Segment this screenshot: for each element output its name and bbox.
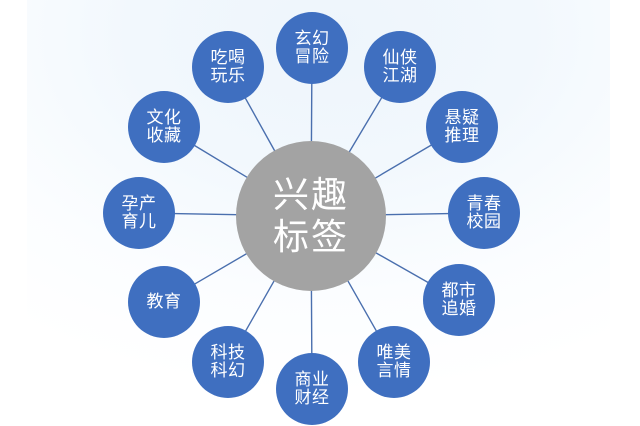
- node-dushi-zhuihun[interactable]: 都市追婚: [423, 264, 495, 336]
- node-xuanhuan-maoxian-label-line-1: 玄幻: [294, 28, 330, 48]
- node-wenhua-shoucang-label-line-2: 收藏: [146, 126, 182, 145]
- node-xuanhuan-maoxian-label-line-2: 冒险: [294, 47, 330, 66]
- node-qingchun-xiaoyuan-label-line-1: 青春: [466, 193, 502, 213]
- node-shangye-caijing[interactable]: 商业财经: [276, 353, 348, 425]
- node-keji-kehuan[interactable]: 科技科幻: [192, 326, 264, 398]
- node-yunchan-yuer-label-line-1: 孕产: [121, 193, 157, 213]
- node-dushi-zhuihun-label-line-1: 都市: [441, 280, 477, 300]
- node-weimei-yanqing-label-line-2: 言情: [376, 361, 412, 380]
- node-keji-kehuan-label-line-1: 科技: [210, 342, 246, 362]
- hub-node-interest-tags-label-line-1: 兴趣: [272, 174, 349, 216]
- node-jiaoyu-label-line-1: 教育: [146, 291, 182, 311]
- node-chihe-wanle-label-line-1: 吃喝: [210, 47, 246, 67]
- node-yunchan-yuer-label-line-2: 育儿: [121, 212, 157, 231]
- node-shangye-caijing-label-line-1: 商业: [294, 369, 330, 389]
- node-xuanyi-tuili[interactable]: 悬疑推理: [426, 91, 498, 163]
- node-wenhua-shoucang[interactable]: 文化收藏: [128, 91, 200, 163]
- node-xianxia-jianghu-label-line-1: 仙侠: [382, 47, 418, 67]
- edge-hub-to-qingchun-xiaoyuan: [384, 212, 450, 216]
- edge-hub-to-yunchan-yuer: [173, 212, 238, 216]
- node-xianxia-jianghu-label-line-2: 江湖: [382, 66, 418, 85]
- hub-node-interest-tags-label-line-2: 标签: [272, 216, 349, 257]
- edge-hub-to-wenhua-shoucang: [193, 144, 249, 179]
- node-wenhua-shoucang-label-line-1: 文化: [146, 107, 182, 127]
- node-qingchun-xiaoyuan-label-line-2: 校园: [466, 212, 502, 231]
- edge-hub-to-keji-kehuan: [244, 279, 276, 333]
- node-weimei-yanqing[interactable]: 唯美言情: [358, 326, 430, 398]
- edge-hub-to-xianxia-jianghu: [348, 96, 383, 154]
- node-chihe-wanle-label-line-2: 玩乐: [210, 66, 246, 85]
- node-jiaoyu[interactable]: 教育: [128, 266, 200, 338]
- node-dushi-zhuihun-label-line-2: 追婚: [441, 299, 477, 318]
- node-xuanyi-tuili-label-line-2: 推理: [444, 126, 480, 145]
- node-xianxia-jianghu[interactable]: 仙侠江湖: [364, 31, 436, 103]
- edge-hub-to-xuanyi-tuili: [374, 144, 433, 180]
- node-xuanhuan-maoxian[interactable]: 玄幻冒险: [276, 12, 348, 84]
- node-shangye-caijing-label-line-2: 财经: [294, 388, 330, 407]
- edge-hub-to-chihe-wanle: [244, 96, 276, 153]
- hub-node-interest-tags[interactable]: 兴趣标签: [236, 141, 386, 291]
- node-xuanyi-tuili-label-line-1: 悬疑: [444, 107, 480, 127]
- edge-hub-to-jiaoyu: [193, 252, 248, 286]
- node-keji-kehuan-label-line-2: 科幻: [210, 361, 246, 380]
- node-qingchun-xiaoyuan[interactable]: 青春校园: [448, 177, 520, 249]
- node-yunchan-yuer[interactable]: 孕产育儿: [103, 177, 175, 249]
- node-weimei-yanqing-label-line-1: 唯美: [376, 342, 412, 362]
- edge-hub-to-weimei-yanqing: [346, 279, 378, 333]
- edge-hub-to-dushi-zhuihun: [374, 251, 430, 284]
- node-chihe-wanle[interactable]: 吃喝玩乐: [192, 31, 264, 103]
